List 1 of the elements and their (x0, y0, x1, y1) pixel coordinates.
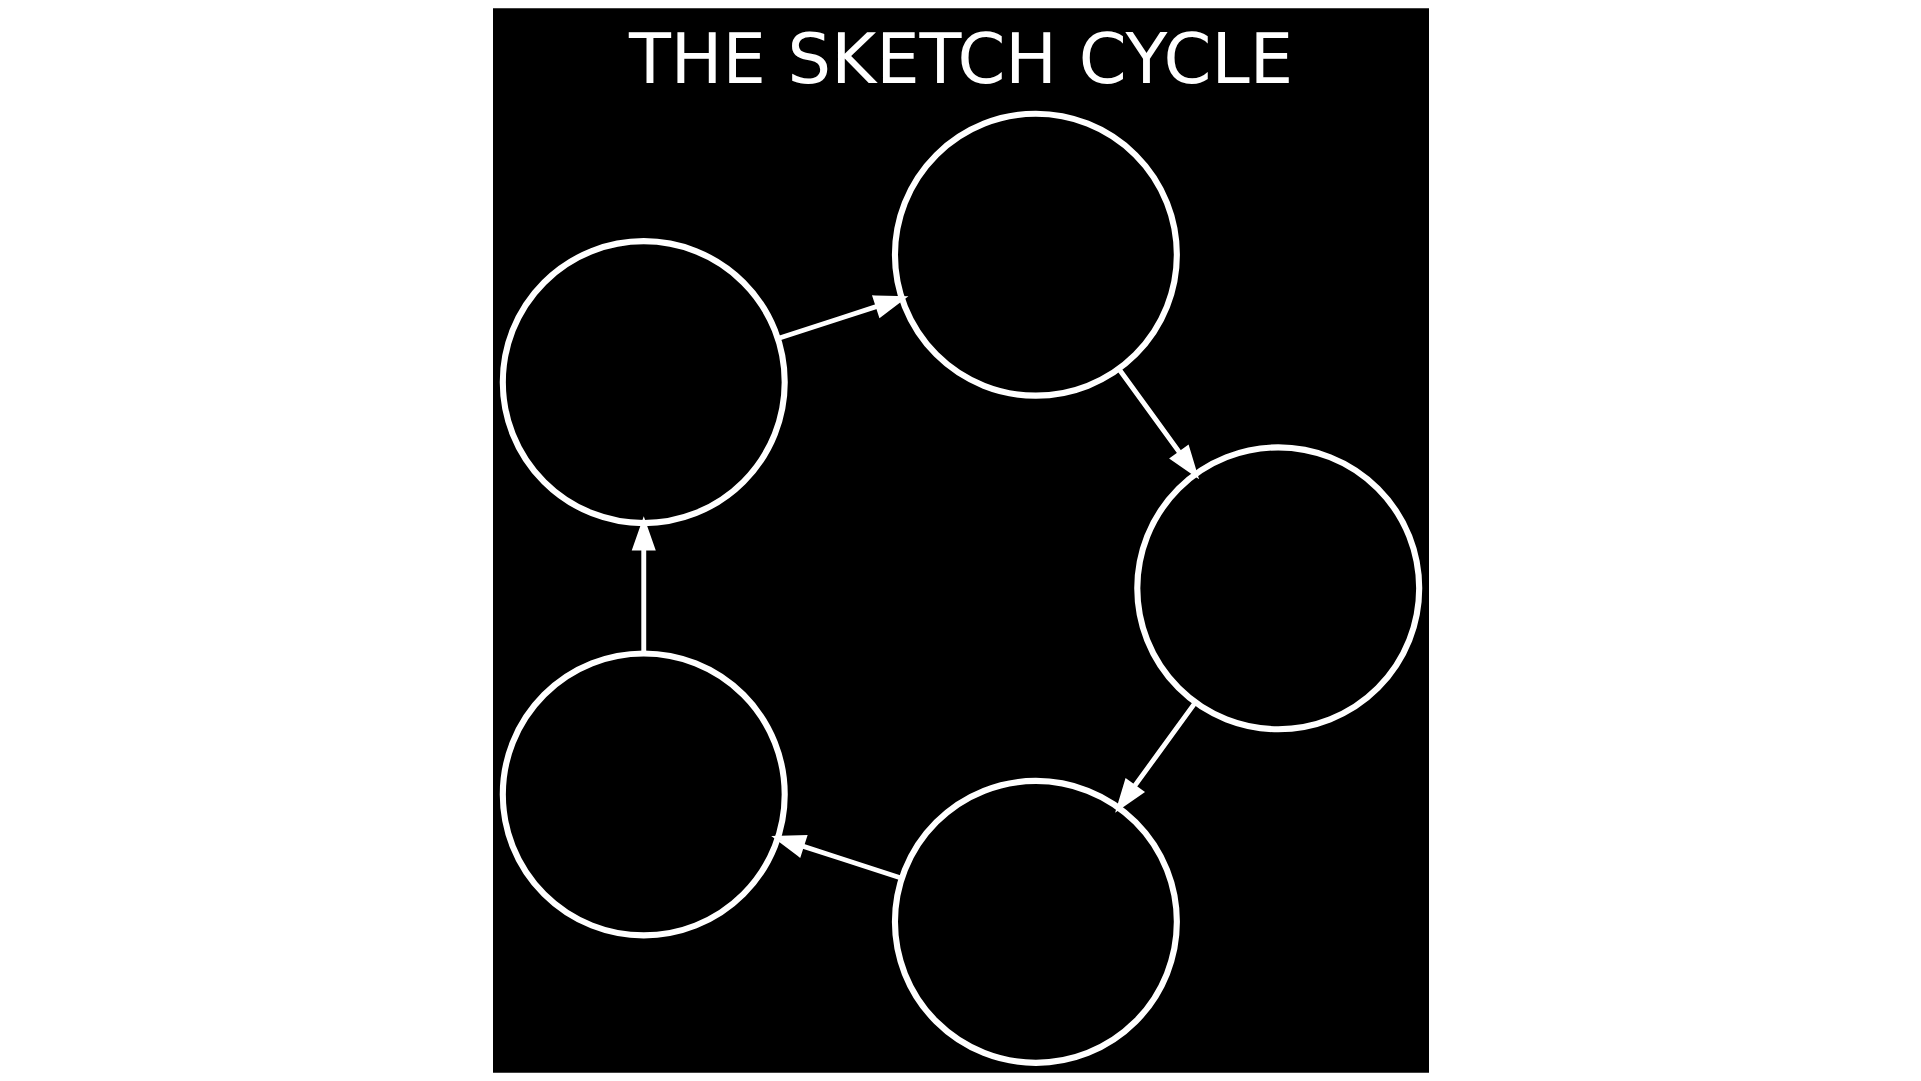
diagram-title: THE SKETCH CYCLE (628, 18, 1293, 99)
